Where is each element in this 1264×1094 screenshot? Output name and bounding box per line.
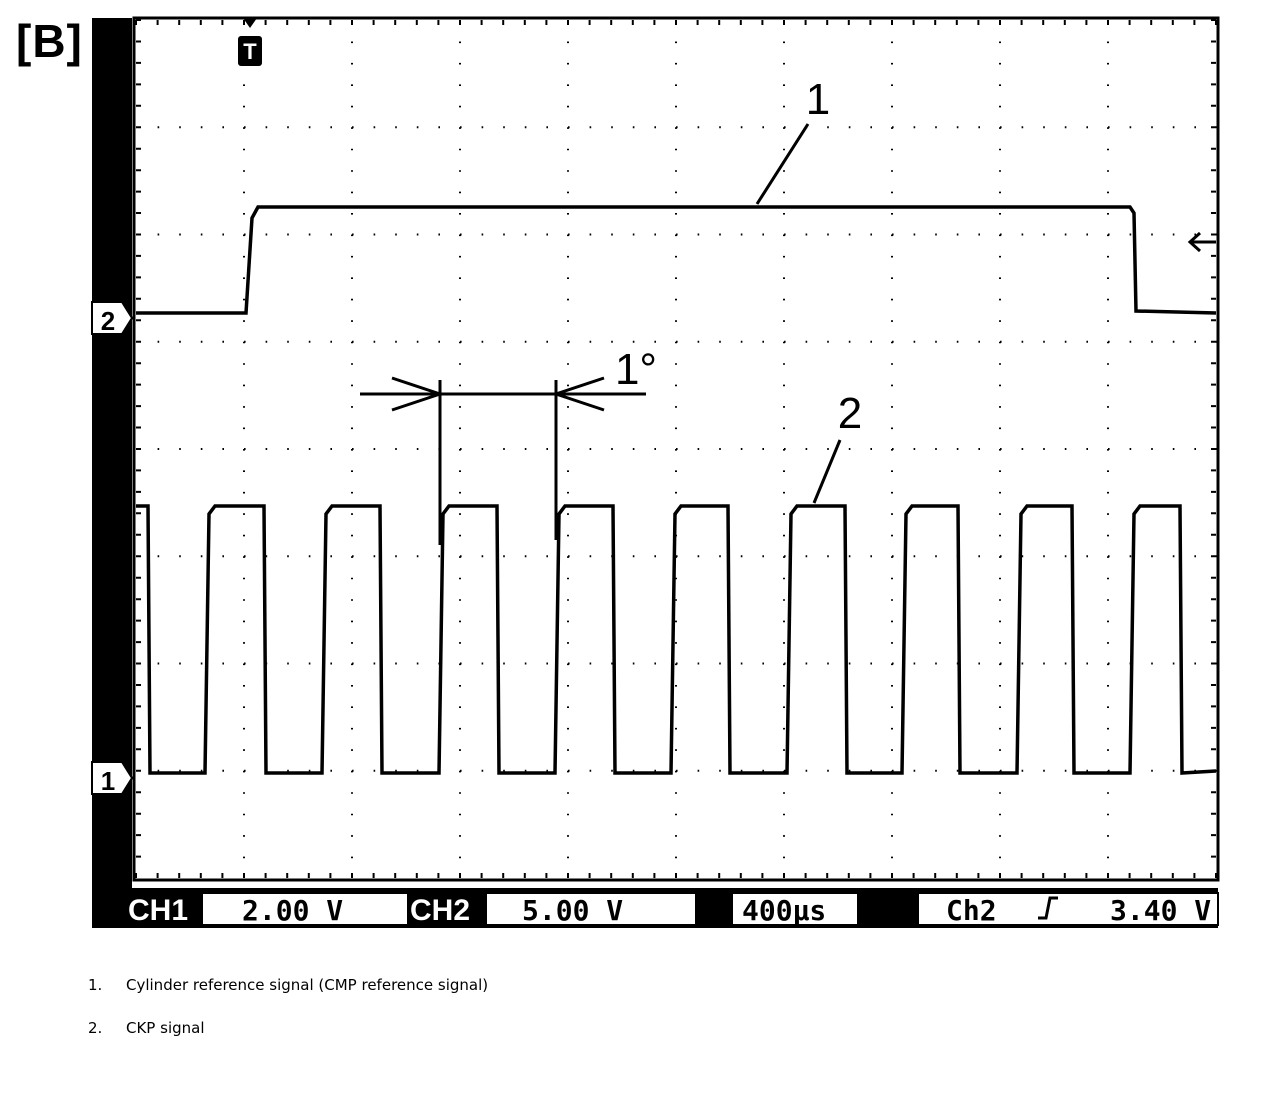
arrow-left-icon	[1187, 231, 1216, 253]
ch2-label: CH2	[410, 894, 470, 927]
svg-text:T: T	[243, 39, 257, 64]
ch2-volts: 5.00 V	[522, 894, 623, 927]
grid-dots	[135, 19, 1218, 878]
graticule	[135, 19, 1218, 878]
svg-text:1: 1	[101, 766, 115, 796]
oscilloscope-screen: T 2 1 1 2 1° CH1 2.00 V CH2	[91, 16, 1220, 928]
svg-text:1: 1	[806, 75, 830, 124]
rising-edge-icon	[1038, 896, 1058, 920]
svg-text:2: 2	[838, 389, 862, 438]
ch1-marker: 1	[91, 761, 134, 796]
svg-text:1°: 1°	[615, 345, 657, 394]
callout-1: 1	[755, 75, 830, 205]
panel-label: [B]	[16, 15, 83, 67]
trigger-marker: T	[238, 18, 262, 66]
cmp-reference-trace	[136, 205, 1217, 315]
ch2-marker: 2	[91, 301, 134, 336]
legend-item: 1.Cylinder reference signal (CMP referen…	[88, 976, 489, 994]
legend-text: CKP signal	[126, 1019, 205, 1037]
trigger-level: 3.40 V	[1110, 894, 1211, 927]
legend-text: Cylinder reference signal (CMP reference…	[126, 976, 489, 994]
callout-2: 2	[812, 389, 862, 504]
ckp-signal-trace	[136, 504, 1217, 775]
angle-dimension: 1°	[360, 345, 657, 545]
trigger-source: Ch2	[946, 894, 997, 927]
ch1-label: CH1	[128, 894, 188, 927]
svg-text:2: 2	[101, 306, 115, 336]
legend-item: 2.CKP signal	[88, 1019, 205, 1037]
ch1-volts: 2.00 V	[242, 894, 343, 927]
status-bar: CH1 2.00 V CH2 5.00 V 400μs Ch2 3.40 V	[92, 888, 1219, 928]
timebase: 400μs	[742, 894, 826, 927]
